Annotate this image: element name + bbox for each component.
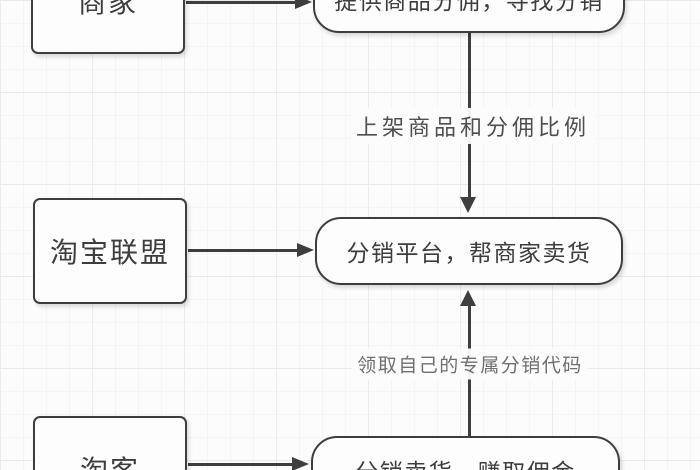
node-taobao-union: 淘宝联盟 — [33, 198, 187, 304]
arrowhead-right-icon — [292, 457, 309, 470]
edge-label-listing: 上架商品和分佣比例 — [350, 108, 596, 144]
arrowhead-right-icon — [297, 243, 314, 257]
edge-union-to-platform — [188, 249, 298, 252]
node-sell-earn: 分销卖货，赚取佣金 — [311, 436, 620, 470]
arrowhead-up-icon — [460, 290, 476, 306]
node-distribution-platform: 分销平台，帮商家卖货 — [315, 217, 623, 285]
node-platform-label: 分销平台，帮商家卖货 — [346, 240, 592, 266]
node-taoke-label: 淘客 — [80, 449, 140, 470]
node-taobao-union-label: 淘宝联盟 — [49, 237, 170, 268]
arrowhead-right-icon — [295, 0, 312, 9]
node-provide-label: 提供商品分佣，寻找分销 — [334, 0, 604, 14]
node-provide-commission: 提供商品分佣，寻找分销 — [313, 0, 625, 33]
edge-merchant-to-provide — [186, 1, 296, 4]
edge-label-code: 领取自己的专属分销代码 — [352, 348, 588, 380]
edge-taoke-to-sell — [188, 463, 293, 466]
node-merchant: 商家 — [31, 0, 185, 54]
node-taoke: 淘客 — [33, 416, 187, 470]
arrowhead-down-icon — [460, 197, 476, 213]
node-sell-label: 分销卖货，赚取佣金 — [355, 453, 576, 470]
node-merchant-label: 商家 — [77, 0, 138, 18]
